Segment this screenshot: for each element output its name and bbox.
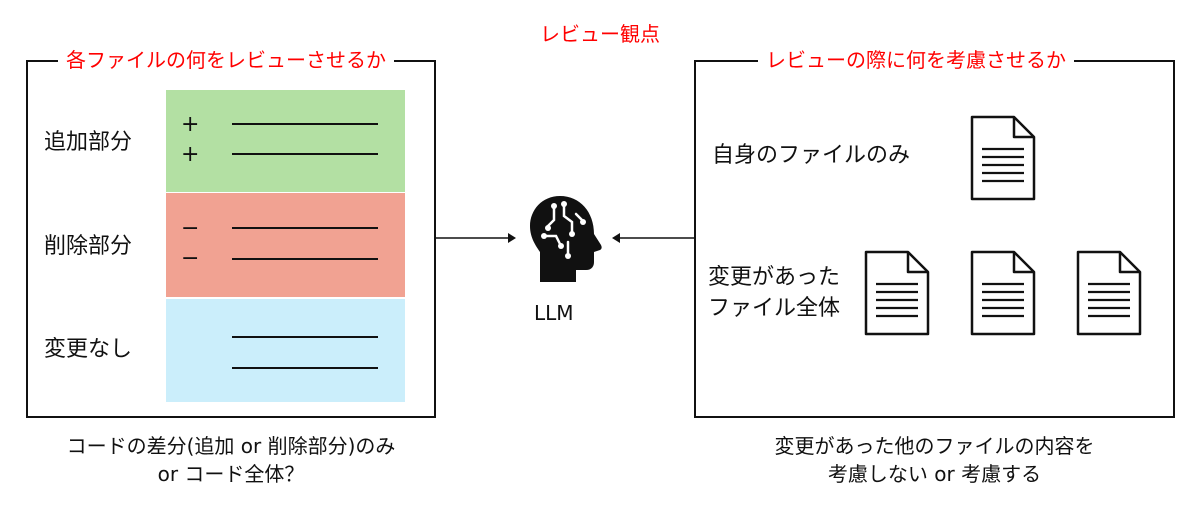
plus-sign: +: [181, 142, 200, 167]
minus-sign: −: [181, 216, 200, 241]
plus-sign: +: [181, 112, 200, 137]
document-icon: [970, 115, 1036, 201]
left-caption-line2: or コード全体？: [157, 462, 305, 486]
right-caption-line1: 変更があった他のファイルの内容を: [774, 434, 1095, 458]
row-label-added: 追加部分: [44, 130, 133, 155]
document-icon: [970, 250, 1036, 336]
diagram-title: レビュー観点: [540, 22, 660, 46]
right-caption: 変更があった他のファイルの内容を 考慮しない or 考慮する: [694, 432, 1175, 488]
deleted-block: [166, 193, 405, 297]
left-panel-title: 各ファイルの何をレビューさせるか: [58, 47, 394, 73]
added-block: [166, 90, 405, 192]
document-icon: [1076, 250, 1142, 336]
unchanged-block: [166, 299, 405, 402]
code-line: [232, 258, 378, 260]
changed-files-label-line2: ファイル全体: [708, 296, 841, 321]
right-panel: [694, 60, 1175, 418]
arrow-left-to-llm: [436, 233, 516, 243]
own-file-label: 自身のファイルのみ: [712, 143, 911, 168]
brain-head-icon: [530, 196, 602, 282]
right-caption-line2: 考慮しない or 考慮する: [827, 462, 1042, 486]
changed-files-label: 変更があった ファイル全体: [708, 262, 840, 324]
right-panel-title: レビューの際に何を考慮させるか: [758, 47, 1074, 73]
code-line: [232, 123, 378, 125]
left-caption-line1: コードの差分(追加 or 削除部分)のみ: [66, 434, 396, 458]
code-line: [232, 153, 378, 155]
arrow-right-to-llm: [612, 233, 696, 243]
minus-sign: −: [181, 246, 200, 271]
code-line: [232, 336, 378, 338]
code-line: [232, 367, 378, 369]
code-line: [232, 227, 378, 229]
changed-files-label-line1: 変更があった: [708, 265, 841, 290]
left-caption: コードの差分(追加 or 削除部分)のみ or コード全体？: [26, 432, 436, 488]
document-icon: [864, 250, 930, 336]
row-label-unchanged: 変更なし: [44, 337, 133, 362]
row-label-deleted: 削除部分: [44, 234, 133, 259]
llm-label: LLM: [534, 301, 574, 325]
